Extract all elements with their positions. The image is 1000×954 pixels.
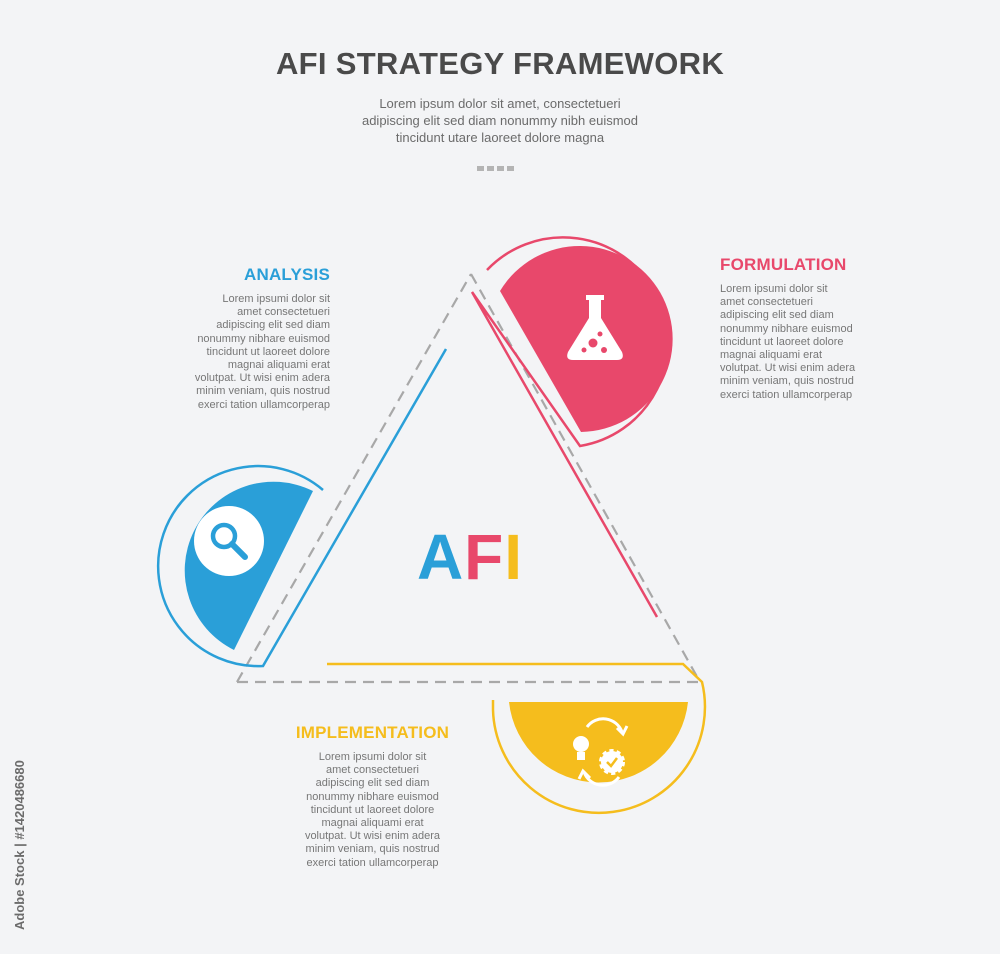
formulation-line: adipiscing elit sed diam: [720, 309, 834, 322]
implementation-line: volutpat. Ut wisi enim adera: [304, 830, 441, 843]
formulation-heading: FORMULATION: [720, 255, 847, 274]
implementation-node: [327, 662, 707, 815]
center-letter-i: I: [504, 521, 524, 593]
idea-gear-cycle-icon: [573, 717, 629, 787]
implementation-text-block: IMPLEMENTATION Lorem ipsumi dolor sit am…: [280, 723, 465, 870]
analysis-icon-disc: [194, 506, 264, 576]
title-divider-dots: [477, 158, 517, 176]
formulation-body: Lorem ipsumi dolor sit amet consectetuer…: [720, 283, 900, 402]
analysis-line: adipiscing elit sed diam: [216, 319, 330, 332]
formulation-line: tincidunt ut laoreet dolore: [720, 335, 844, 348]
formulation-node: [470, 236, 673, 618]
implementation-body: Lorem ipsumi dolor sit amet consectetuer…: [280, 751, 465, 870]
analysis-line: amet consectetueri: [237, 306, 330, 319]
implementation-line: exerci tation ullamcorperap: [306, 856, 439, 869]
formulation-line: volutpat. Ut wisi enim adera: [720, 362, 856, 375]
dashed-triangle: [236, 273, 701, 684]
formulation-line: minim veniam, quis nostrud: [720, 375, 854, 388]
formulation-text-block: FORMULATION Lorem ipsumi dolor sit amet …: [720, 255, 900, 402]
formulation-line: exerci tation ullamcorperap: [720, 388, 853, 401]
analysis-node: [156, 348, 448, 668]
analysis-line: exerci tation ullamcorperap: [197, 398, 330, 411]
analysis-line: minim veniam, quis nostrud: [196, 385, 330, 398]
implementation-ring: [327, 662, 707, 815]
implementation-line: tincidunt ut laoreet dolore: [310, 803, 435, 816]
subtitle-line: Lorem ipsum dolor sit amet, consectetuer…: [379, 96, 621, 111]
analysis-line: volutpat. Ut wisi enim adera: [194, 372, 330, 385]
implementation-line: nonummy nibhare euismod: [306, 790, 439, 803]
implementation-line: minim veniam, quis nostrud: [305, 843, 440, 856]
center-logo: AFI: [400, 520, 540, 594]
implementation-line: Lorem ipsumi dolor sit: [318, 751, 427, 763]
center-letter-a: A: [416, 521, 465, 593]
analysis-ring: [156, 348, 448, 668]
formulation-line: Lorem ipsumi dolor sit: [720, 283, 828, 295]
analysis-line: Lorem ipsumi dolor sit: [222, 293, 330, 305]
formulation-line: nonummy nibhare euismod: [720, 322, 853, 335]
implementation-line: amet consectetueri: [326, 764, 419, 777]
page-subtitle: Lorem ipsum dolor sit amet, consectetuer…: [0, 95, 1000, 146]
formulation-line: magnai aliquami erat: [720, 349, 823, 362]
stock-watermark: Adobe Stock | #1420486680: [12, 760, 27, 930]
analysis-line: nonummy nibhare euismod: [197, 332, 330, 345]
subtitle-line: adipiscing elit sed diam nonummy nibh eu…: [361, 113, 639, 128]
formulation-line: amet consectetueri: [720, 296, 813, 309]
flask-icon: [567, 295, 623, 360]
analysis-line: magnai aliquami erat: [227, 359, 330, 372]
implementation-line: adipiscing elit sed diam: [315, 777, 430, 790]
center-letter-f: F: [464, 521, 505, 593]
analysis-text-block: ANALYSIS Lorem ipsumi dolor sit amet con…: [170, 265, 330, 412]
page-title: AFI STRATEGY FRAMEWORK: [275, 46, 725, 81]
implementation-heading: IMPLEMENTATION: [295, 723, 450, 742]
implementation-fill: [509, 702, 688, 783]
analysis-body: Lorem ipsumi dolor sit amet consectetuer…: [170, 293, 330, 412]
analysis-line: tincidunt ut laoreet dolore: [206, 345, 330, 358]
magnifier-icon: [210, 522, 248, 560]
subtitle-line: tincidunt utare laoreet dolore magna: [395, 130, 605, 145]
analysis-heading: ANALYSIS: [244, 265, 330, 284]
implementation-line: magnai aliquami erat: [321, 817, 424, 830]
